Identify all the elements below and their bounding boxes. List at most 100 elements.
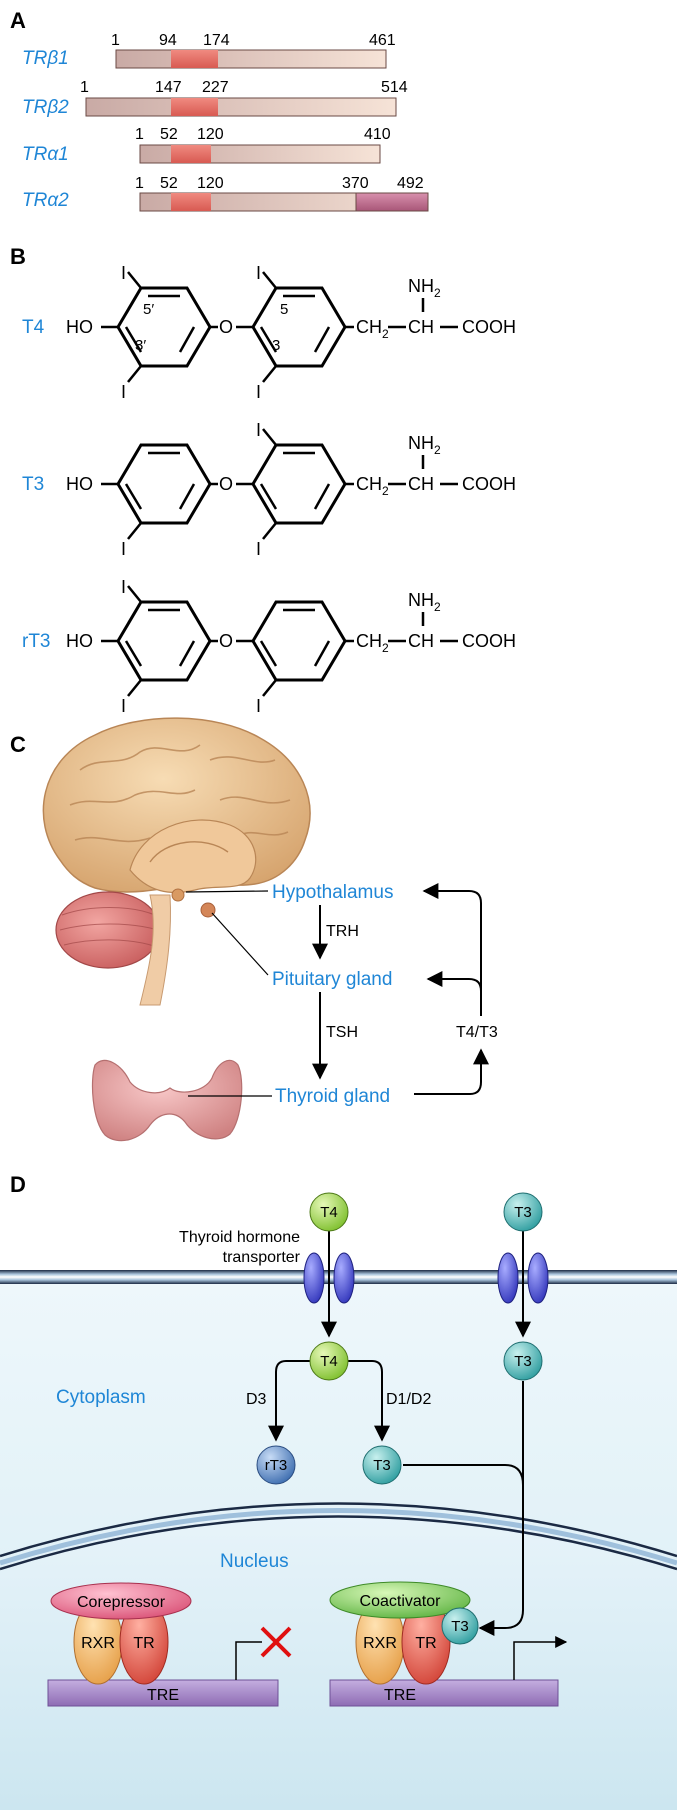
thyroid-illustration [91, 1059, 243, 1142]
tre-left [47, 1679, 279, 1707]
hypothalamus-region [171, 888, 185, 902]
t4-intracellular: T4 [309, 1341, 349, 1381]
transporter-left [303, 1252, 355, 1304]
repression-x-icon [260, 1626, 292, 1658]
cerebellum [55, 891, 161, 969]
iodine-atom: I [121, 382, 126, 402]
panel-a-label: A [10, 8, 26, 33]
cytoplasm-label: Cytoplasm [56, 1387, 146, 1408]
molecule-name: T4 [22, 317, 45, 338]
aromatic-ring [251, 286, 347, 368]
dna-binding-domain [171, 50, 218, 68]
iodine-atom: I [121, 539, 126, 559]
tick-label: 1 [135, 175, 144, 192]
transporter-right [497, 1252, 549, 1304]
leader-line [185, 890, 269, 893]
iodine-atom: I [256, 382, 261, 402]
carboxyl-group: COOH [462, 474, 516, 494]
feedback-pituitary-arrow [426, 971, 482, 1016]
molecule-rt3: rT3 HO O I I I CH2 CH COOH NH2 [22, 577, 516, 716]
iodine-atom: I [121, 696, 126, 716]
iodine-atom: I [121, 263, 126, 283]
svg-text:T3: T3 [373, 1457, 391, 1474]
tre-right-label: TRE [384, 1687, 416, 1704]
amino-group: NH2 [408, 590, 441, 614]
feedback-hypothalamus-arrow [422, 883, 482, 991]
dna-binding-domain [171, 145, 211, 163]
rxr-right-label: RXR [363, 1635, 397, 1652]
amino-group: NH2 [408, 433, 441, 457]
ch2-group: CH2 [356, 631, 389, 655]
rxr-left-label: RXR [81, 1635, 115, 1652]
ch-group: CH [408, 631, 434, 651]
tick-label: 370 [342, 175, 369, 192]
d1d2-arrow [348, 1360, 390, 1442]
corepressor-label: Corepressor [77, 1594, 166, 1611]
tick-label: 1 [135, 126, 144, 143]
t3-converted-path [403, 1464, 524, 1486]
ch2-group: CH2 [356, 317, 389, 341]
isoform-name: TRα2 [22, 190, 69, 211]
aromatic-ring [116, 443, 212, 525]
position-label: 5′ [143, 301, 154, 318]
panel-b-label: B [10, 244, 26, 269]
aromatic-ring [251, 600, 347, 682]
hydroxyl-group: HO [66, 317, 93, 337]
nucleus-area [0, 1507, 677, 1810]
dna-binding-domain [171, 193, 211, 211]
tick-label: 1 [111, 32, 120, 49]
tick-label: 410 [364, 126, 391, 143]
isoform-bar [115, 49, 387, 69]
t3-bound-receptor: T3 [441, 1607, 479, 1645]
iodine-atom: I [121, 577, 126, 597]
hypothalamus-label: Hypothalamus [272, 882, 393, 903]
panel-c-label: C [10, 732, 26, 757]
svg-text:T4: T4 [320, 1204, 338, 1221]
brain-illustration [42, 717, 311, 1006]
tick-label: 227 [202, 79, 229, 96]
coactivator-label: Coactivator [360, 1593, 442, 1610]
svg-text:rT3: rT3 [265, 1457, 288, 1474]
feedback-label: T4/T3 [456, 1024, 498, 1041]
coactivator [329, 1581, 471, 1619]
svg-text:T3: T3 [514, 1353, 532, 1370]
alternative-c-terminus [355, 192, 429, 212]
isoform-name: TRβ1 [22, 48, 69, 69]
aromatic-ring [116, 600, 212, 682]
t4-extracellular: T4 [309, 1192, 349, 1232]
t3-extracellular: T3 [503, 1192, 543, 1232]
hydroxyl-group: HO [66, 631, 93, 651]
ch-group: CH [408, 474, 434, 494]
tr-right-label: TR [415, 1635, 436, 1652]
aromatic-ring [251, 443, 347, 525]
molecule-name: T3 [22, 474, 44, 495]
t3-to-nucleus-arrow [478, 1381, 524, 1636]
transcription-start-arrow [513, 1636, 568, 1680]
tick-label: 147 [155, 79, 182, 96]
svg-text:T3: T3 [514, 1204, 532, 1221]
tick-label: 120 [197, 126, 224, 143]
aromatic-ring [116, 286, 212, 368]
amino-group: NH2 [408, 276, 441, 300]
panel-d-label: D [10, 1172, 26, 1197]
svg-text:T3: T3 [451, 1618, 469, 1635]
position-label: 5 [280, 301, 288, 318]
blocked-transcription-start [235, 1641, 262, 1680]
ch2-group: CH2 [356, 474, 389, 498]
hydroxyl-group: HO [66, 474, 93, 494]
tr-left-label: TR [133, 1635, 154, 1652]
iodine-atom: I [256, 696, 261, 716]
transporter-label-line1: Thyroid hormone [179, 1229, 300, 1246]
nucleus-label: Nucleus [220, 1551, 289, 1572]
t3-intracellular: T3 [503, 1341, 543, 1381]
ether-oxygen: O [219, 631, 233, 651]
iodine-atom: I [256, 420, 261, 440]
tre-right [329, 1679, 559, 1707]
t3-product: T3 [362, 1445, 402, 1485]
tick-label: 174 [203, 32, 230, 49]
tick-label: 120 [197, 175, 224, 192]
rt3-product: rT3 [256, 1445, 296, 1485]
tick-label: 514 [381, 79, 408, 96]
